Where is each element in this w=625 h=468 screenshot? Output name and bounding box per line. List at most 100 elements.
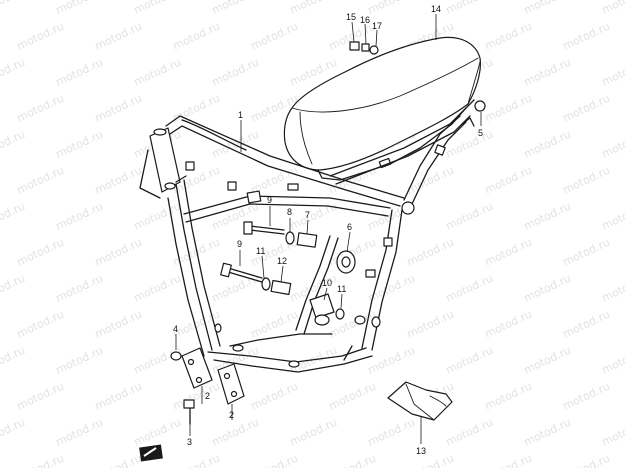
watermark-text: motod.ru	[15, 92, 66, 125]
watermark-text: motod.ru	[0, 200, 27, 233]
watermark-text: motod.ru	[405, 164, 456, 197]
watermark-text: motod.ru	[444, 272, 495, 305]
callout-2-left: 2	[205, 391, 210, 401]
watermark-text: motod.ru	[288, 0, 339, 17]
watermark-text: motod.ru	[132, 0, 183, 17]
watermark-text: motod.ru	[0, 272, 27, 305]
seat	[283, 36, 481, 181]
watermark-text: motod.ru	[561, 380, 612, 413]
callout-11-right: 11	[337, 284, 346, 294]
watermark-text: motod.ru	[483, 20, 534, 53]
watermark-text: motod.ru	[522, 128, 573, 161]
watermark-text: motod.ru	[93, 380, 144, 413]
callout-10: 10	[322, 278, 332, 288]
watermark-text: motod.ru	[522, 200, 573, 233]
watermark-text: motod.ru	[483, 380, 534, 413]
watermark-text: motod.ru	[93, 164, 144, 197]
watermark-text: motod.ru	[522, 56, 573, 89]
watermark-text: motod.ru	[522, 416, 573, 449]
callout-7: 7	[305, 210, 310, 220]
watermark-text: motod.ru	[327, 452, 378, 468]
callout-3: 3	[187, 437, 192, 447]
watermark-text: motod.ru	[561, 20, 612, 53]
watermark-text: motod.ru	[444, 344, 495, 377]
callout-2-right: 2	[229, 410, 234, 420]
watermark-text: motod.ru	[54, 56, 105, 89]
watermark-text: motod.ru	[600, 416, 625, 449]
watermark-text: motod.ru	[405, 308, 456, 341]
watermark-text: motod.ru	[444, 128, 495, 161]
watermark-text: motod.ru	[522, 344, 573, 377]
callout-14: 14	[431, 4, 441, 14]
mount-brackets-2	[181, 347, 245, 405]
watermark-text: motod.ru	[210, 416, 261, 449]
callout-9-upper: 9	[267, 195, 272, 205]
watermark-text: motod.ru	[444, 0, 495, 17]
bolt-9-lower	[220, 262, 263, 283]
watermark-text: motod.ru	[0, 416, 27, 449]
watermark-text: motod.ru	[54, 0, 105, 17]
callout-6: 6	[347, 222, 352, 232]
watermark-text: motod.ru	[93, 20, 144, 53]
watermark-text: motod.ru	[561, 92, 612, 125]
watermark-text: motod.ru	[93, 308, 144, 341]
watermark-text: motod.ru	[15, 308, 66, 341]
watermark-text: motod.ru	[132, 56, 183, 89]
washer-11-left	[261, 277, 271, 291]
frame	[139, 99, 475, 373]
bolt-9-upper	[243, 221, 285, 235]
watermark-text: motod.ru	[0, 56, 27, 89]
watermark-text: motod.ru	[444, 416, 495, 449]
washer-11-right	[335, 308, 345, 320]
leader-lines	[175, 14, 482, 444]
watermark-text: motod.ru	[249, 452, 300, 468]
callout-8: 8	[287, 207, 292, 217]
watermark-text: motod.ru	[522, 272, 573, 305]
watermark-text: motod.ru	[93, 92, 144, 125]
watermark-text: motod.ru	[249, 380, 300, 413]
callout-11-left: 11	[256, 246, 265, 256]
spacer-7	[296, 232, 318, 248]
watermark-text: motod.ru	[600, 0, 625, 17]
bolt-15-nut-16-17	[349, 41, 379, 55]
watermark-text: motod.ru	[54, 272, 105, 305]
watermark-text: motod.ru	[54, 344, 105, 377]
callout-16: 16	[360, 15, 370, 25]
watermark-text: motod.ru	[600, 128, 625, 161]
watermark-text: motod.ru	[132, 416, 183, 449]
nut-4	[170, 351, 182, 361]
watermark-text: motod.ru	[15, 380, 66, 413]
watermark-text: motod.ru	[15, 164, 66, 197]
watermark-text: motod.ru	[327, 308, 378, 341]
callout-15: 15	[346, 12, 356, 22]
watermark-text: motod.ru	[249, 20, 300, 53]
callout-4: 4	[173, 324, 178, 334]
watermark-text: motod.ru	[483, 308, 534, 341]
cover-13	[387, 381, 453, 421]
watermark-text: motod.ru	[405, 236, 456, 269]
bolt-3	[183, 399, 195, 425]
watermark-text: motod.ru	[522, 0, 573, 17]
callout-12: 12	[277, 256, 287, 266]
watermark-text: motod.ru	[15, 20, 66, 53]
watermark-text: motod.ru	[210, 272, 261, 305]
watermark-text: motod.ru	[405, 452, 456, 468]
watermark-text: motod.ru	[0, 128, 27, 161]
watermark-text: motod.ru	[561, 308, 612, 341]
watermark-text: motod.ru	[561, 236, 612, 269]
callout-9-lower: 9	[237, 239, 242, 249]
watermark-text: motod.ru	[483, 92, 534, 125]
direction-badge	[139, 444, 163, 462]
watermark-text: motod.ru	[483, 452, 534, 468]
callout-1: 1	[238, 110, 243, 120]
watermark-text: motod.ru	[483, 236, 534, 269]
watermark-text: motod.ru	[54, 200, 105, 233]
watermark-text: motod.ru	[600, 56, 625, 89]
watermark-text: motod.ru	[132, 200, 183, 233]
watermark-text: motod.ru	[15, 236, 66, 269]
watermark-text: motod.ru	[444, 200, 495, 233]
watermark-text: motod.ru	[366, 344, 417, 377]
watermark-text: motod.ru	[54, 416, 105, 449]
